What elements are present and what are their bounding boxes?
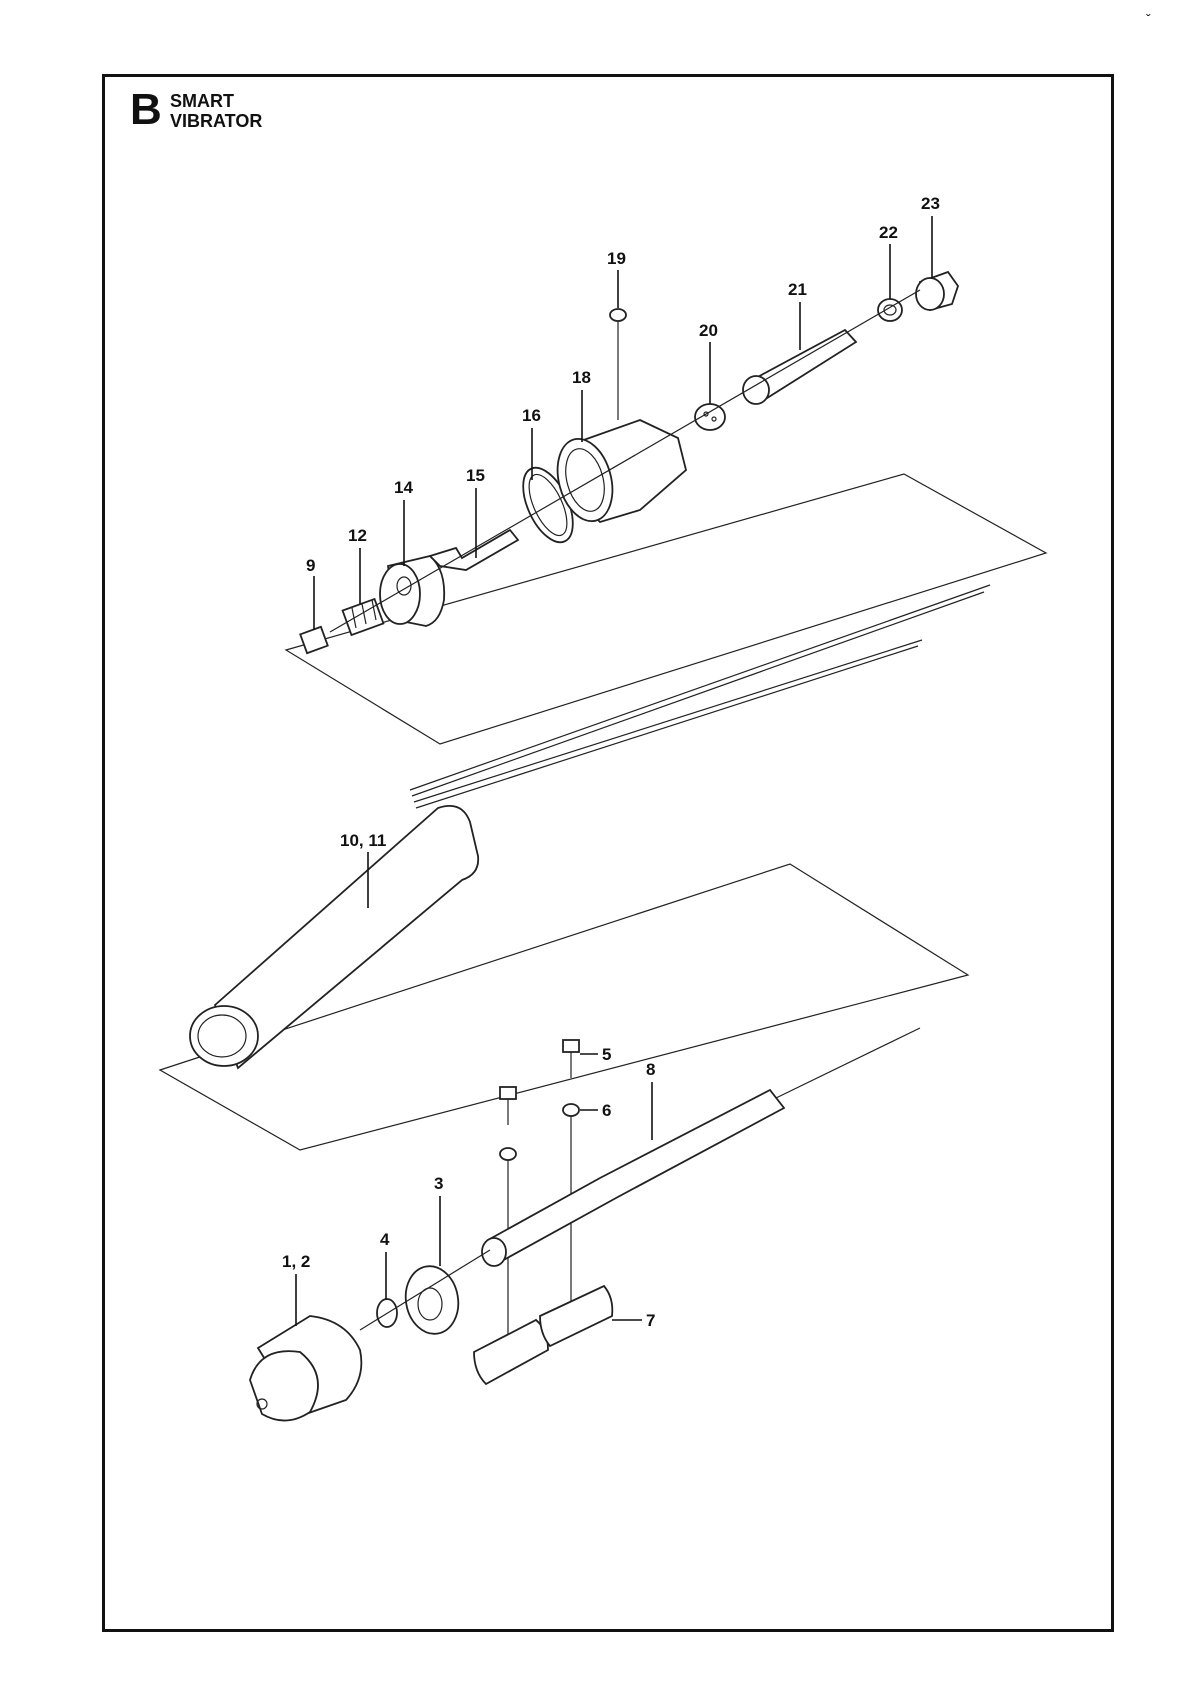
part-15-shaft — [428, 528, 520, 571]
callout-18: 18 — [572, 368, 591, 387]
callout-10-11: 10, 11 — [340, 831, 386, 850]
callout-9: 9 — [306, 556, 315, 575]
callout-20: 20 — [699, 321, 718, 340]
part-18-housing — [556, 419, 688, 524]
part-10-11-tube — [189, 804, 480, 1070]
leader-lines — [295, 216, 933, 1326]
callout-22: 22 — [879, 223, 898, 242]
part-9-bushing — [299, 625, 329, 655]
callout-21: 21 — [788, 280, 807, 299]
part-20-washer — [694, 403, 726, 431]
part-14-eccentric-weight — [379, 555, 446, 627]
callout-labels: 9 12 14 15 16 18 19 20 21 22 23 10, 11 1… — [282, 194, 940, 1330]
callout-1-2: 1, 2 — [282, 1252, 310, 1271]
callout-3: 3 — [434, 1174, 443, 1193]
callout-7: 7 — [646, 1311, 655, 1330]
upper-plane — [284, 473, 1048, 745]
callout-6: 6 — [602, 1101, 611, 1120]
part-19-screw — [609, 308, 627, 420]
part-6-washer — [499, 1103, 580, 1360]
section-letter: B — [130, 85, 162, 134]
callout-8: 8 — [646, 1060, 655, 1079]
callout-23: 23 — [921, 194, 940, 213]
callout-15: 15 — [466, 466, 485, 485]
callout-19: 19 — [607, 249, 626, 268]
section-title-line1: SMART — [170, 91, 234, 111]
part-23-nut — [915, 270, 959, 312]
diagram-frame — [102, 74, 1114, 1632]
callout-4: 4 — [380, 1230, 390, 1249]
part-1-2-cap — [249, 1315, 363, 1422]
part-5-bolt-left — [499, 1086, 517, 1125]
lower-axis-line — [359, 1249, 491, 1331]
upper-axis-line — [329, 289, 921, 633]
callout-14: 14 — [394, 478, 413, 497]
part-7-shoes — [473, 1284, 614, 1386]
section-title: SMART VIBRATOR — [170, 91, 262, 131]
part-8-rotor-shaft — [481, 1027, 921, 1267]
callout-16: 16 — [522, 406, 541, 425]
section-title-line2: VIBRATOR — [170, 111, 263, 131]
callout-5: 5 — [602, 1045, 611, 1064]
part-5-bolt — [562, 1039, 580, 1078]
part-3-bearing — [404, 1265, 460, 1335]
callout-12: 12 — [348, 526, 367, 545]
shaft-rods — [409, 584, 991, 809]
lower-plane — [158, 863, 970, 1151]
corner-mark: ˇ — [1146, 11, 1151, 27]
part-21-tube — [742, 328, 858, 405]
